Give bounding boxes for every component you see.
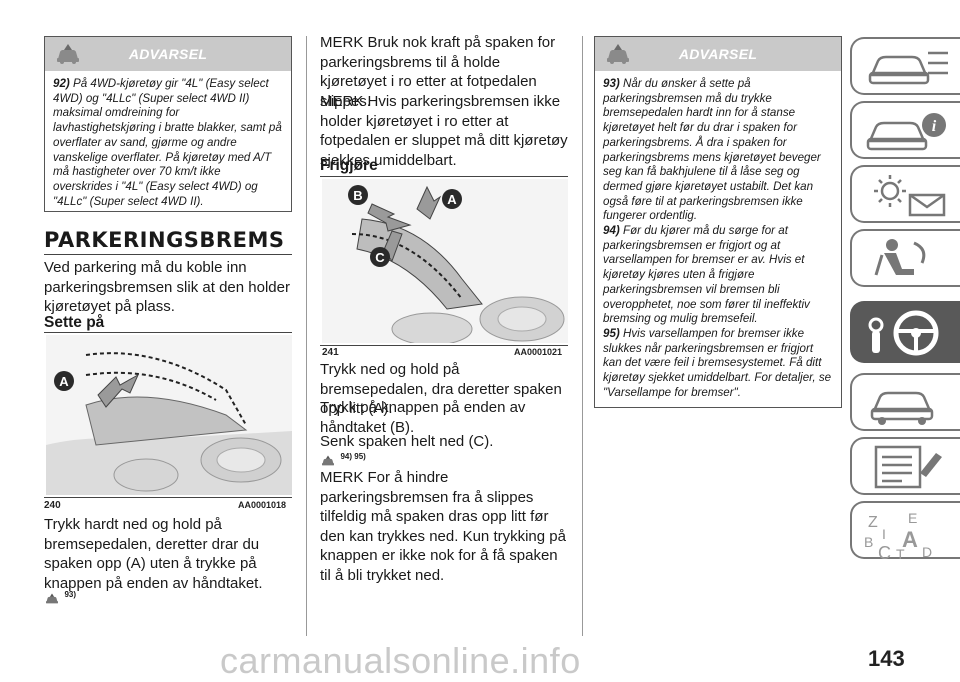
warning-ref-number: 92) xyxy=(53,77,70,90)
index-letter: Z xyxy=(868,514,878,531)
warning-reference: 94) 95) xyxy=(340,452,366,461)
merk-paragraph-1: MERK Bruk nok kraft på spaken for parker… xyxy=(320,34,556,110)
title-underline xyxy=(44,254,292,255)
sette-pa-heading: Sette på xyxy=(44,314,105,331)
merk-paragraph-3: MERK For å hindre parkeringsbremsen fra … xyxy=(320,469,566,584)
warning-lights-icon xyxy=(874,175,946,217)
tab-index[interactable]: Z E B A I C T D xyxy=(850,501,960,561)
warning-item-text: På 4WD-kjøretøy gir "4L" (Easy select 4W… xyxy=(53,77,282,208)
frigjore-heading: Frigjøre xyxy=(320,157,378,174)
tab-car-info[interactable] xyxy=(850,37,960,95)
fig240-bottom-rule xyxy=(44,497,292,498)
airbag-seat-icon xyxy=(874,239,926,276)
fig241-step-2: Trykk på knappen på enden av håndtaket (… xyxy=(320,399,526,436)
car-info-icon xyxy=(868,51,948,85)
merk-paragraph-2: MERK Hvis parkeringsbremsen ikke holder … xyxy=(320,93,568,169)
svg-text:i: i xyxy=(932,118,937,135)
warning-text: 92) På 4WD-kjøretøy gir "4L" (Easy selec… xyxy=(45,71,291,215)
warning-item: 95) Hvis varsellampen for bremser ikke s… xyxy=(603,327,833,401)
car-service-icon xyxy=(870,391,934,425)
fig240-top-rule xyxy=(44,332,292,333)
car-warning-icon xyxy=(607,44,629,64)
fig241-label-b: B xyxy=(353,188,362,203)
tab-warning-lights[interactable] xyxy=(850,165,960,223)
index-abc-icon: Z E B A I C T D xyxy=(864,510,932,561)
warning-reference: 93) xyxy=(64,590,77,599)
index-letter: C xyxy=(878,543,891,561)
figure-241-parking-brake-release: B A C xyxy=(322,179,568,343)
fig240-label-a: A xyxy=(59,374,69,389)
car-warning-small-icon xyxy=(322,455,334,466)
column-divider-1 xyxy=(306,36,307,636)
warning-ref-number: 94) xyxy=(603,224,620,238)
index-letter: T xyxy=(896,546,905,561)
fig241-top-rule xyxy=(320,176,568,177)
tab-car-information[interactable]: i xyxy=(850,101,960,159)
index-letter: A xyxy=(902,527,918,552)
warning-title: ADVARSEL xyxy=(678,46,758,62)
fig240-refs: 93) xyxy=(44,590,76,608)
fig241-step-1: Trykk ned og hold på bremsepedalen, dra … xyxy=(320,361,562,417)
index-letter: E xyxy=(908,510,917,526)
checklist-icon xyxy=(874,445,942,489)
index-letter: I xyxy=(882,526,886,542)
fig241-bottom-rule xyxy=(320,345,568,346)
warning-item-text: Hvis varsellampen for bremser ikke slukk… xyxy=(603,326,832,399)
fig241-code: AA0001021 xyxy=(514,347,563,357)
figure-240-parking-brake-apply: A xyxy=(46,335,292,495)
warning-box-left: ADVARSEL 92) På 4WD-kjøretøy gir "4L" (E… xyxy=(44,36,292,212)
key-steering-wheel-icon xyxy=(868,310,939,356)
section-title: PARKERINGSBREMS xyxy=(44,228,285,252)
tab-safety[interactable] xyxy=(850,229,960,287)
warning-box-right: ADVARSEL 93) Når du ønsker å sette på pa… xyxy=(594,36,842,408)
warning-text: 93) Når du ønsker å sette på parkeringsb… xyxy=(595,71,841,406)
warning-item-text: Når du ønsker å sette på parkeringsbrems… xyxy=(603,77,821,223)
tab-emergency[interactable] xyxy=(850,373,960,431)
fig241-step-3: Senk spaken helt ned (C). xyxy=(320,433,494,450)
warning-ref-number: 95) xyxy=(603,326,620,340)
fig241-label-a: A xyxy=(447,192,457,207)
warning-header: ADVARSEL xyxy=(595,37,841,71)
fig240-code: AA0001018 xyxy=(238,500,287,510)
watermark: carmanualsonline.info xyxy=(220,640,581,681)
fig240-number: 240 xyxy=(44,500,61,511)
warning-item: 93) Når du ønsker å sette på parkeringsb… xyxy=(603,77,833,224)
car-i-icon: i xyxy=(866,113,946,151)
car-warning-icon xyxy=(57,44,79,64)
page-number: 143 xyxy=(868,646,905,671)
intro-paragraph: Ved parkering må du koble inn parkerings… xyxy=(44,259,290,315)
warning-ref-number: 93) xyxy=(603,77,620,90)
warning-item-text: Før du kjører må du sørge for at parkeri… xyxy=(603,224,810,326)
column-divider-2 xyxy=(582,36,583,636)
warning-header: ADVARSEL xyxy=(45,37,291,71)
fig240-instruction: Trykk hardt ned og hold på bremsepedalen… xyxy=(44,516,263,592)
fig241-label-c: C xyxy=(375,250,385,265)
index-letter: B xyxy=(864,534,873,550)
tab-maintenance[interactable] xyxy=(850,437,960,495)
fig241-number: 241 xyxy=(322,347,339,358)
warning-title: ADVARSEL xyxy=(128,46,208,62)
tab-starting-driving[interactable] xyxy=(850,301,960,363)
index-letter: D xyxy=(922,544,932,560)
fig241-refs: 94) 95) xyxy=(320,452,366,470)
car-warning-small-icon xyxy=(46,593,58,604)
warning-item: 94) Før du kjører må du sørge for at par… xyxy=(603,224,833,327)
